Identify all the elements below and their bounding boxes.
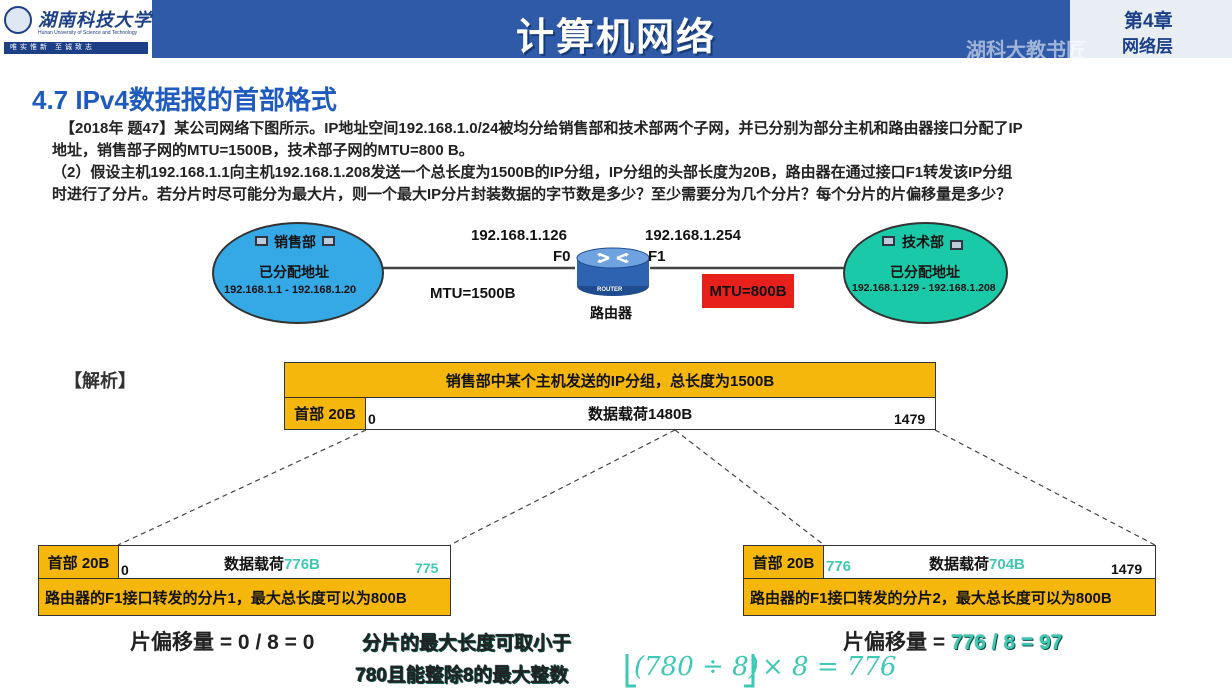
mtu-left: MTU=1500B [430, 285, 516, 302]
sales-name: 销售部 [274, 234, 316, 250]
logo-text: 湖南科技大学 [38, 10, 152, 31]
sales-subnet [212, 222, 384, 324]
analysis-label: 【解析】 [64, 371, 136, 391]
tech-host-icon [882, 236, 895, 246]
note-formula-tail: × 8 = 776 [762, 652, 897, 682]
router-badge: ROUTER [597, 287, 623, 293]
frag2-offset: 片偏移量 = 776 / 8 = 97 [843, 626, 1062, 656]
chapter-subtitle: 网络层 [1122, 37, 1173, 56]
logo-subtitle: Hunan University of Science and Technolo… [38, 30, 138, 36]
dash-right-outer [934, 429, 1156, 546]
tech-range: 192.168.1.129 - 192.168.1.208 [852, 282, 996, 294]
title-bar [0, 0, 1232, 58]
router-icon [576, 247, 650, 296]
tech-host-icon [950, 240, 963, 250]
problem-line-4: 时进行了分片。若分片时尽可能分为最大片，则一个最大IP分片封装数据的字节数是多少… [52, 186, 1012, 203]
page-title: 计算机网络 [515, 17, 716, 59]
frag1-end: 775 [415, 560, 439, 576]
tech-subnet [843, 222, 1008, 324]
f1-ip: 192.168.1.254 [645, 227, 741, 244]
dash-right-inner [674, 429, 825, 546]
sales-host-icon [322, 236, 335, 246]
frag2-payload-prefix: 数据载荷 [929, 556, 990, 573]
frag2-start: 776 [826, 558, 852, 575]
note-line-2: 780且能整除8的最大整数 [355, 665, 569, 686]
tech-assigned: 已分配地址 [890, 264, 960, 280]
original-payload-label: 数据载荷1480B [588, 406, 693, 423]
problem-line-3: （2）假设主机192.168.1.1向主机192.168.1.208发送一个总长… [52, 164, 1013, 181]
problem-line-1: 【2018年 题47】某公司网络下图所示。IP地址空间192.168.1.0/2… [60, 120, 1023, 137]
original-header: 首部 20B [284, 397, 366, 430]
floor-bracket-icon [625, 654, 755, 688]
original-start: 0 [368, 411, 376, 427]
frag2-caption: 路由器的F1接口转发的分片2，最大总长度可以为800B [743, 578, 1156, 616]
f1-label: F1 [648, 248, 666, 265]
sales-host-icon [255, 236, 268, 246]
f0-ip: 192.168.1.126 [471, 227, 567, 244]
frag1-header: 首部 20B [38, 545, 119, 579]
section-title: 4.7 IPv4数据报的首部格式 [32, 85, 337, 115]
original-end: 1479 [894, 411, 926, 427]
frag2-offset-value: 776 / 8 = 97 [950, 631, 1063, 654]
note-formula: (780 ÷ 8) [634, 652, 759, 682]
frag2-payload-label: 数据载荷704B [929, 553, 1025, 574]
router-label: 路由器 [590, 305, 632, 321]
frag2-end: 1479 [1111, 561, 1143, 577]
problem-line-2: 地址，销售部子网的MTU=1500B，技术部子网的MTU=800 B。 [52, 142, 474, 159]
frag1-payload-prefix: 数据载荷 [224, 556, 285, 573]
sales-range: 192.168.1.1 - 192.168.1.20 [224, 284, 357, 296]
university-emblem-icon [4, 6, 32, 34]
watermark: 湖科大教书匠 [966, 40, 1086, 62]
frag1-offset: 片偏移量 = 0 / 8 = 0 [130, 631, 315, 654]
tech-name: 技术部 [902, 234, 944, 250]
frag2-header: 首部 20B [743, 545, 824, 579]
chapter-label: 第4章 [1124, 11, 1173, 32]
dash-left-outer [117, 429, 367, 546]
frag2-payload-size: 704B [989, 556, 1025, 573]
frag1-start: 0 [121, 562, 129, 578]
mtu-right: MTU=800B [702, 274, 794, 308]
chapter-panel [1070, 0, 1232, 58]
note-line-1: 分片的最大长度可取小于 [362, 633, 572, 654]
logo-motto: 唯实惟新 至诚致志 [4, 42, 148, 54]
sales-assigned: 已分配地址 [259, 264, 329, 280]
frag1-caption: 路由器的F1接口转发的分片1，最大总长度可以为800B [38, 578, 451, 616]
frag2-offset-prefix: 片偏移量 = [843, 631, 951, 654]
original-packet-title: 销售部中某个主机发送的IP分组，总长度为1500B [284, 362, 936, 398]
f0-label: F0 [553, 248, 571, 265]
original-payload [365, 397, 936, 430]
dash-left-inner [449, 429, 676, 546]
frag1-payload-label: 数据载荷776B [224, 553, 320, 574]
frag1-payload [118, 545, 451, 579]
frag1-payload-size: 776B [284, 556, 320, 573]
